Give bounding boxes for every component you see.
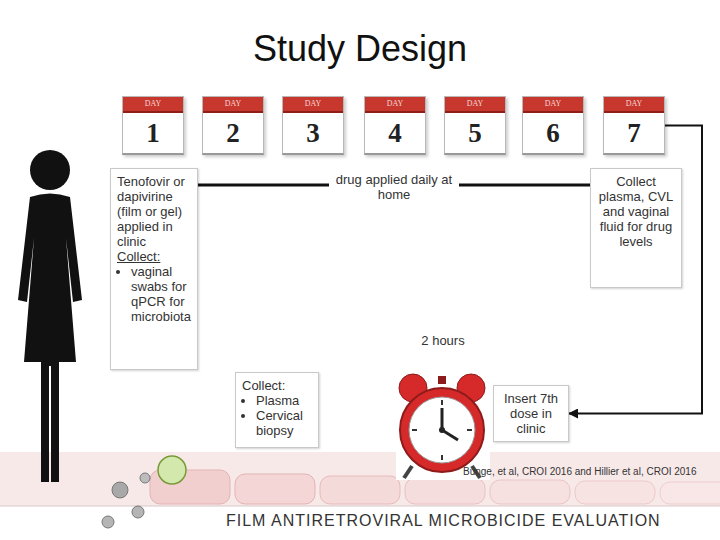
calendar-header: DAY: [123, 97, 183, 113]
virus-particle: [112, 482, 128, 498]
box-text: Plasma: [256, 393, 312, 408]
alarm-clock: [396, 366, 490, 480]
clock-knob: [438, 376, 446, 384]
calendar-header: DAY: [283, 97, 343, 113]
virus-particle: [132, 506, 144, 518]
diagram-title: Study Design: [0, 28, 720, 70]
calendar-page: DAY5: [444, 96, 506, 155]
clock-body: [400, 388, 484, 472]
calendar-page: DAY2: [202, 96, 264, 155]
calendar-page: DAY6: [522, 96, 584, 155]
virus-icons: [102, 456, 186, 528]
clock-pivot: [439, 427, 445, 433]
calendar-page: DAY4: [364, 96, 426, 155]
calendar-header: DAY: [203, 97, 263, 113]
process-box: Collect plasma, CVL and vaginal fluid fo…: [590, 168, 682, 288]
clock-leg: [404, 466, 412, 478]
cell-shape: [490, 480, 570, 504]
box-text: Cervical biopsy: [256, 408, 312, 438]
calendar-header: DAY: [365, 97, 425, 113]
logo-circle: [158, 456, 186, 484]
citation-note: Bunge, et al, CROI 2016 and Hillier et a…: [463, 466, 718, 477]
box-text: vaginal swabs for qPCR for microbiota: [131, 264, 191, 324]
day-number: 6: [523, 113, 583, 153]
day-number: 1: [123, 113, 183, 153]
footer-band: [0, 506, 720, 540]
virus-particle: [140, 473, 150, 483]
calendar-header: DAY: [523, 97, 583, 113]
footer-banner: FILM ANTIRETROVIRAL MICROBICIDE EVALUATI…: [226, 512, 716, 530]
day-number: 7: [604, 113, 664, 153]
calendar-page: DAY3: [282, 96, 344, 155]
process-box: Collect:PlasmaCervical biopsy: [235, 372, 319, 448]
clock-hand: [441, 408, 444, 430]
day-number: 2: [203, 113, 263, 153]
box-text: Collect plasma, CVL and vaginal fluid fo…: [597, 174, 675, 249]
tissue-band: [0, 452, 720, 510]
clock-backdrop: [396, 366, 490, 480]
process-box: Insert 7th dose in clinic: [493, 385, 569, 442]
cell-band: [0, 452, 720, 540]
box-text: Tenofovir or dapivirine (film or gel) ap…: [117, 174, 191, 249]
person-head: [30, 150, 70, 190]
cell-shape: [660, 482, 720, 504]
duration-note: 2 hours: [410, 333, 476, 348]
calendar-header: DAY: [445, 97, 505, 113]
process-box: Tenofovir or dapivirine (film or gel) ap…: [110, 168, 198, 370]
clock-ticks: [412, 400, 472, 460]
footer-rule: [0, 506, 720, 507]
box-text: Insert 7th dose in clinic: [500, 391, 562, 436]
day-number: 4: [365, 113, 425, 153]
person-silhouette: [18, 150, 82, 482]
cell-shape: [575, 481, 655, 504]
cell-shape: [405, 478, 485, 504]
calendar-page: DAY7: [603, 96, 665, 155]
box-text: Collect:: [242, 378, 312, 393]
box-text: Collect:: [117, 249, 191, 264]
cell-shape: [320, 476, 400, 504]
virus-particle: [102, 516, 114, 528]
connector-line: [569, 126, 702, 414]
day-number: 5: [445, 113, 505, 153]
connector-label: drug applied daily at home: [329, 172, 459, 202]
person-body: [18, 194, 82, 483]
day-number: 3: [283, 113, 343, 153]
calendar-header: DAY: [604, 97, 664, 113]
cell-shape: [235, 474, 315, 504]
clock-face: [409, 397, 475, 463]
calendar-page: DAY1: [122, 96, 184, 155]
